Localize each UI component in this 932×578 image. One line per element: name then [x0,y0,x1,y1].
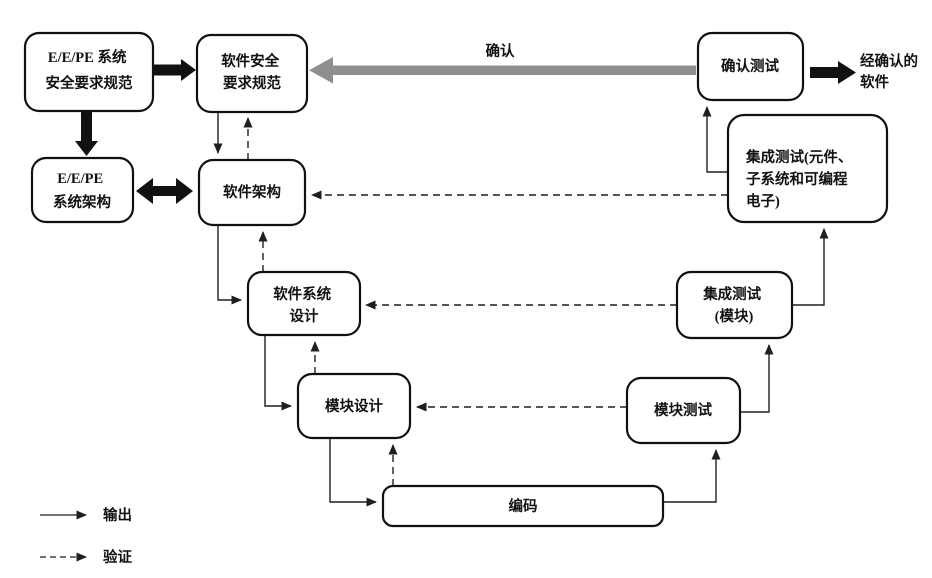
validation-arrow-label-text: 确认 [486,42,515,60]
validation-arrow-group: 确认 [309,42,696,84]
thick-arrows [75,59,856,204]
thick-arrow-validationtest-to-validatedsoftware [810,61,856,84]
edge-output-moduledesign-to-coding [329,438,377,507]
node-module-test: 模块测试 [625,376,742,445]
node-integration-test-pe: 集成测试(元件、 子系统和可编程 电子) [726,113,889,224]
node-eepe-arch: E/E/PE 系统架构 [30,156,135,224]
node-box [246,270,362,337]
edge-output-coding-to-moduletest [663,449,721,503]
node-box [625,376,742,445]
validation-arrow-label: 确认 [486,42,515,60]
node-label: 软件系统 设计 [273,285,335,325]
node-label: 集成测试 (模块) [702,285,765,325]
node-label: 集成测试(元件、 子系统和可编程 电子) [745,148,856,210]
node-sw-sys-design: 软件系统 设计 [246,270,362,337]
edge-output-integmodule-to-integpe [792,228,829,306]
node-label: 软件安全 要求规范 [221,52,283,92]
edge-output-swarch-to-sysdesign [217,225,242,305]
edge-output-integpe-to-validationtest [702,106,728,173]
node-label: 确认测试 [721,57,779,75]
node-sw-safety-spec: 软件安全 要求规范 [195,33,309,114]
node-label: 模块测试 [654,401,712,419]
node-label: 软件架构 [223,183,281,201]
node-box [675,270,794,340]
node-box [30,156,135,224]
node-sw-arch: 软件架构 [197,158,307,227]
node-box [296,372,412,440]
node-label: 编码 [509,497,538,515]
node-eepe-spec: E/E/PE 系统 安全要求规范 [23,31,155,113]
node-validation-test: 确认测试 [696,31,805,102]
node-integration-test-module: 集成测试 (模块) [675,270,794,340]
node-label: 模块设计 [325,397,383,415]
legend: 输出 验证 [40,506,132,566]
thick-arrow-eepespec-to-eepearch [75,111,98,156]
node-coding: 编码 [381,484,665,528]
node-box [23,31,155,113]
edge-output-sysdesign-to-moduledesign [264,335,292,411]
node-box [726,113,889,224]
legend-output-label: 输出 [103,506,132,524]
node-module-design: 模块设计 [296,372,412,440]
validated-software-label: 经确认的 软件 [860,52,922,91]
verification-edges [243,117,728,486]
node-label: E/E/PE 系统架构 [53,171,111,211]
annotation-text: 经确认的 软件 [860,52,922,91]
node-box [381,484,665,528]
thick-arrow-eepespec-to-swspec [153,59,196,81]
thick-arrow-eepearch-swarch-bidirectional [136,178,193,204]
legend-verify-label: 验证 [103,548,132,566]
node-box [197,158,307,227]
output-edges [213,106,829,507]
edge-output-moduletest-to-integmodule [740,344,774,413]
validation-arrow [309,57,696,84]
node-label: E/E/PE 系统 安全要求规范 [46,48,133,92]
node-box [696,31,805,102]
node-box [195,33,309,114]
